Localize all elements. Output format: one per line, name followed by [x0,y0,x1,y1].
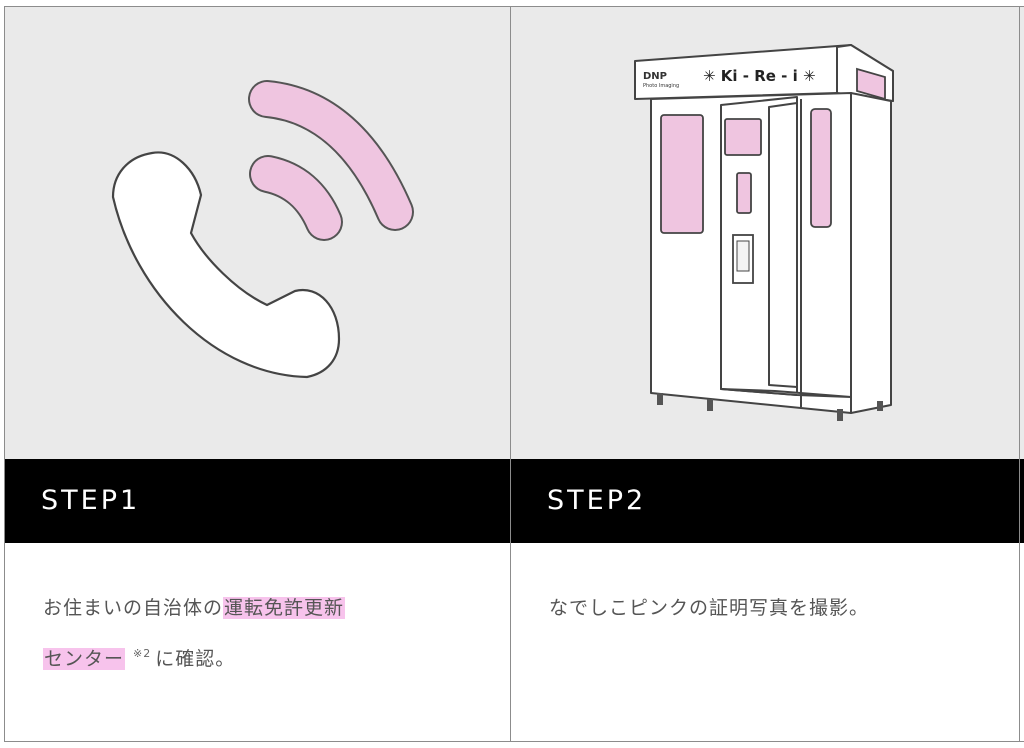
step1-illustration [5,7,510,459]
step1-desc-highlight2: センター [43,648,126,670]
step1-label: STEP1 [41,485,141,516]
step1-desc-highlight1: 運転免許更新 [223,597,346,619]
step1-footnote-mark: ※2 [133,647,152,660]
step2-description: なでしこピンクの証明写真を撮影。 [549,597,870,619]
booth-name-text: ✳ Ki - Re - i ✳ [703,67,816,85]
step3-header-partial [1020,459,1024,543]
step2-header: STEP2 [511,459,1019,543]
photo-booth-icon: DNP Photo Imaging ✳ Ki - Re - i ✳ [634,44,894,421]
step3-illustration-partial [1020,7,1024,459]
step3-card-partial [1019,6,1024,742]
step2-illustration: DNP Photo Imaging ✳ Ki - Re - i ✳ [511,7,1019,459]
step1-desc-text2: に確認。 [155,648,236,670]
step2-label: STEP2 [547,485,647,516]
step1-header: STEP1 [5,459,510,543]
step2-card: DNP Photo Imaging ✳ Ki - Re - i ✳ STEP2 … [510,6,1020,742]
step1-desc-text: お住まいの自治体の [43,597,224,619]
phone-call-icon [111,80,414,379]
booth-brand-sub-text: Photo Imaging [643,83,679,89]
booth-brand-text: DNP [643,71,667,82]
